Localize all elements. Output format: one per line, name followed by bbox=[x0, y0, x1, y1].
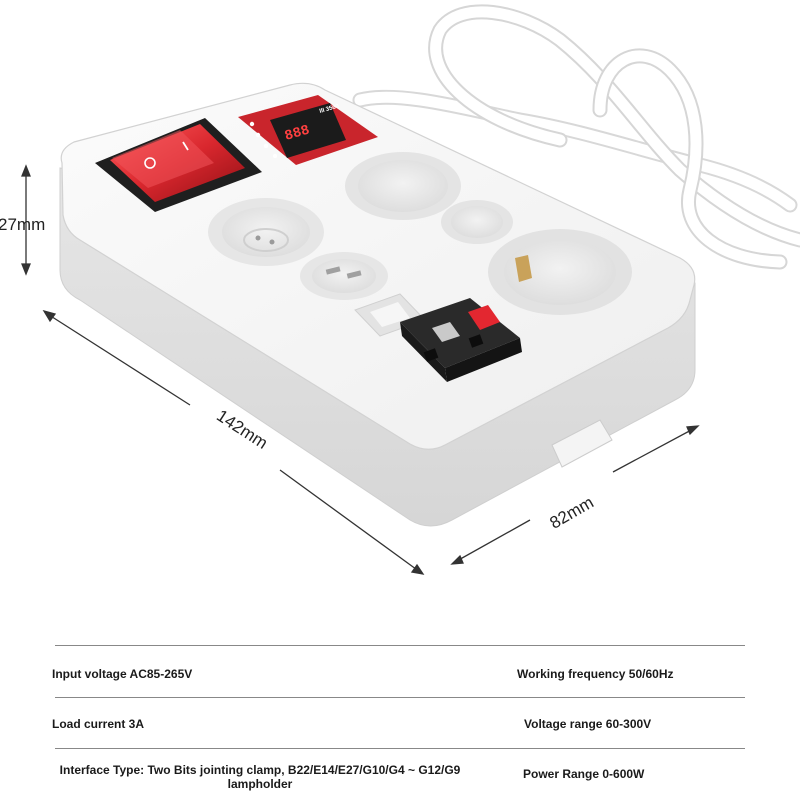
panel-label: III 3560 bbox=[319, 103, 341, 114]
spec-input-voltage: Input voltage AC85-265V bbox=[52, 667, 193, 681]
socket-upper bbox=[345, 152, 461, 220]
side-clip bbox=[551, 419, 613, 468]
dimension-height bbox=[21, 164, 31, 276]
socket-small bbox=[441, 200, 513, 244]
product-illustration: 888 III 3560 bbox=[0, 4, 800, 575]
spec-load-current: Load current 3A bbox=[52, 717, 145, 731]
switch-on-mark-icon bbox=[182, 141, 189, 151]
socket-lampholder-e27 bbox=[208, 198, 324, 266]
power-cable bbox=[352, 4, 800, 270]
spec-voltage-range: Voltage range 60-300V bbox=[524, 717, 652, 731]
socket-g-pin bbox=[300, 252, 388, 300]
spec-working-frequency: Working frequency 50/60Hz bbox=[517, 667, 674, 681]
spec-divider-top bbox=[55, 645, 745, 646]
control-panel: 888 III 3560 bbox=[238, 95, 378, 165]
spec-divider-2 bbox=[55, 748, 745, 749]
clamp-lever-icon bbox=[468, 305, 500, 330]
rocker-switch bbox=[95, 118, 262, 212]
dimension-height-label: 27mm bbox=[0, 215, 45, 234]
switch-off-mark-icon bbox=[144, 157, 156, 169]
dimension-width bbox=[450, 425, 700, 565]
dimension-length bbox=[42, 309, 425, 575]
terminal-clamp bbox=[400, 298, 522, 382]
panel-buttons bbox=[249, 121, 278, 159]
spec-power-range: Power Range 0-600W bbox=[523, 767, 645, 781]
display-digits: 888 bbox=[283, 122, 312, 144]
spec-interface-type: Interface Type: Two Bits jointing clamp,… bbox=[59, 763, 461, 791]
spec-divider-1 bbox=[55, 697, 745, 698]
dimension-width-label: 82mm bbox=[546, 493, 596, 533]
socket-schuko bbox=[488, 229, 632, 315]
